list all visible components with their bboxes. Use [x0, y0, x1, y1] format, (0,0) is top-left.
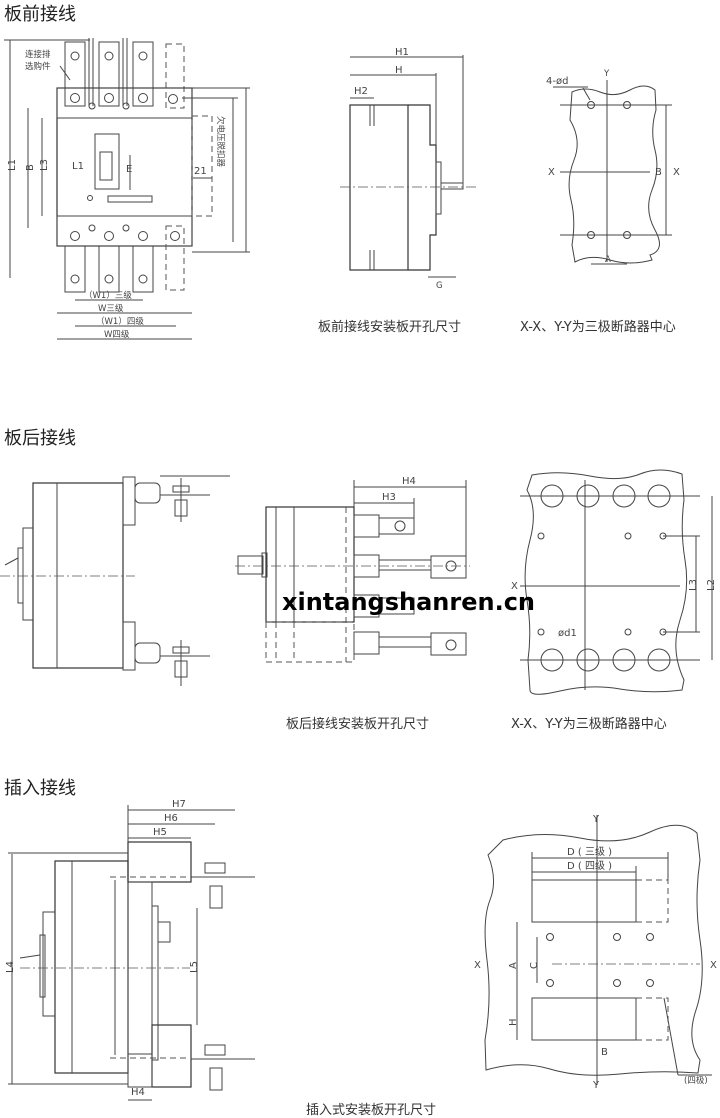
- label-B: B: [655, 167, 662, 178]
- dim-L2: L2: [706, 579, 717, 591]
- busbar-top-2: [98, 41, 120, 107]
- rear-side-view: [0, 475, 230, 686]
- dim-W1-3pole: （W1）三级: [84, 290, 132, 301]
- dim-L5: L5: [189, 961, 200, 973]
- dim-A-plugin: A: [508, 962, 519, 969]
- caption-plugin-cutout: 插入式安装板开孔尺寸: [306, 1103, 437, 1118]
- label-Y-bottom-plugin: Y: [592, 1080, 600, 1091]
- label-X-rear: X: [511, 581, 518, 592]
- callout-busbar-line2: 选购件: [25, 61, 51, 72]
- front-side-view: [340, 55, 478, 278]
- dim-L4: L4: [5, 961, 16, 973]
- front-view-breaker: [4, 38, 250, 340]
- dim-D-3pole: D ( 三级 ): [567, 846, 612, 858]
- dim-W-4pole: W四级: [104, 329, 130, 340]
- label-A: A: [605, 255, 611, 265]
- busbar-top-3: [132, 41, 154, 107]
- plugin-side-view: [8, 805, 255, 1101]
- handle-window: [94, 133, 120, 190]
- label-X-right: X: [673, 167, 680, 178]
- label-X-left: X: [548, 167, 555, 178]
- handle: [99, 151, 113, 181]
- rear-panel-cutout: [520, 469, 713, 695]
- dim-E: E: [126, 164, 132, 175]
- busbar-top-1: [64, 41, 86, 107]
- caption-rear-cutout: 板后接线安装板开孔尺寸: [286, 717, 430, 732]
- busbar-4pole-top: [165, 43, 185, 109]
- dim-H1: H1: [395, 47, 409, 58]
- section-title-front: 板前接线: [4, 4, 76, 25]
- label-X-left-plugin: X: [474, 960, 481, 971]
- section-title-rear: 板后接线: [4, 428, 76, 449]
- label-B-plugin: B: [601, 1047, 608, 1058]
- label-undervoltage-release: 欠电压脱扣器: [215, 116, 226, 168]
- dim-W1-4pole: （W1）四级: [96, 316, 144, 327]
- dim-H-plugin: H: [508, 1018, 519, 1026]
- dim-D-4pole: D ( 四级 ): [567, 860, 612, 872]
- dim-W-3pole: W三级: [98, 303, 124, 314]
- front-panel-cutout: [553, 80, 672, 265]
- dim-H: H: [395, 65, 403, 76]
- dim-offset-21: 21: [194, 166, 207, 177]
- dim-L1-vert: L1: [7, 159, 18, 171]
- label-Y-top-plugin: Y: [592, 814, 600, 825]
- dim-B: B: [25, 164, 36, 171]
- label-X-right-plugin: X: [710, 960, 717, 971]
- dim-L3-rear: L3: [688, 579, 699, 591]
- watermark: xintangshanren.cn: [282, 588, 536, 616]
- dim-H4-rear: H4: [402, 476, 416, 487]
- label-Y-top: Y: [603, 69, 610, 79]
- dim-L1: L1: [72, 161, 84, 172]
- section-title-plugin: 插入接线: [4, 778, 76, 799]
- dim-C: C: [529, 962, 540, 969]
- dim-G: G: [436, 281, 443, 291]
- dim-H5: H5: [153, 827, 167, 838]
- dim-H7: H7: [172, 799, 186, 810]
- caption-front-cutout: 板前接线安装板开孔尺寸: [318, 320, 462, 335]
- caption-rear-center: X-X、Y-Y为三极断路器中心: [511, 717, 667, 732]
- dim-H4-plugin: H4: [131, 1087, 145, 1098]
- dim-L3: L3: [39, 159, 50, 171]
- label-d1: ød1: [558, 628, 577, 639]
- rear-top-view: [235, 480, 470, 663]
- label-4-holes: 4-ød: [546, 76, 568, 87]
- dim-H2: H2: [354, 86, 368, 97]
- caption-front-center: X-X、Y-Y为三极断路器中心: [520, 320, 676, 335]
- callout-busbar-line1: 连接排: [25, 49, 51, 60]
- plugin-panel-cutout: [484, 815, 712, 1085]
- undervoltage-release-box: [191, 115, 213, 217]
- dim-H3: H3: [382, 492, 396, 503]
- dim-H6: H6: [164, 813, 178, 824]
- label-four-pole: (四极): [684, 1075, 708, 1086]
